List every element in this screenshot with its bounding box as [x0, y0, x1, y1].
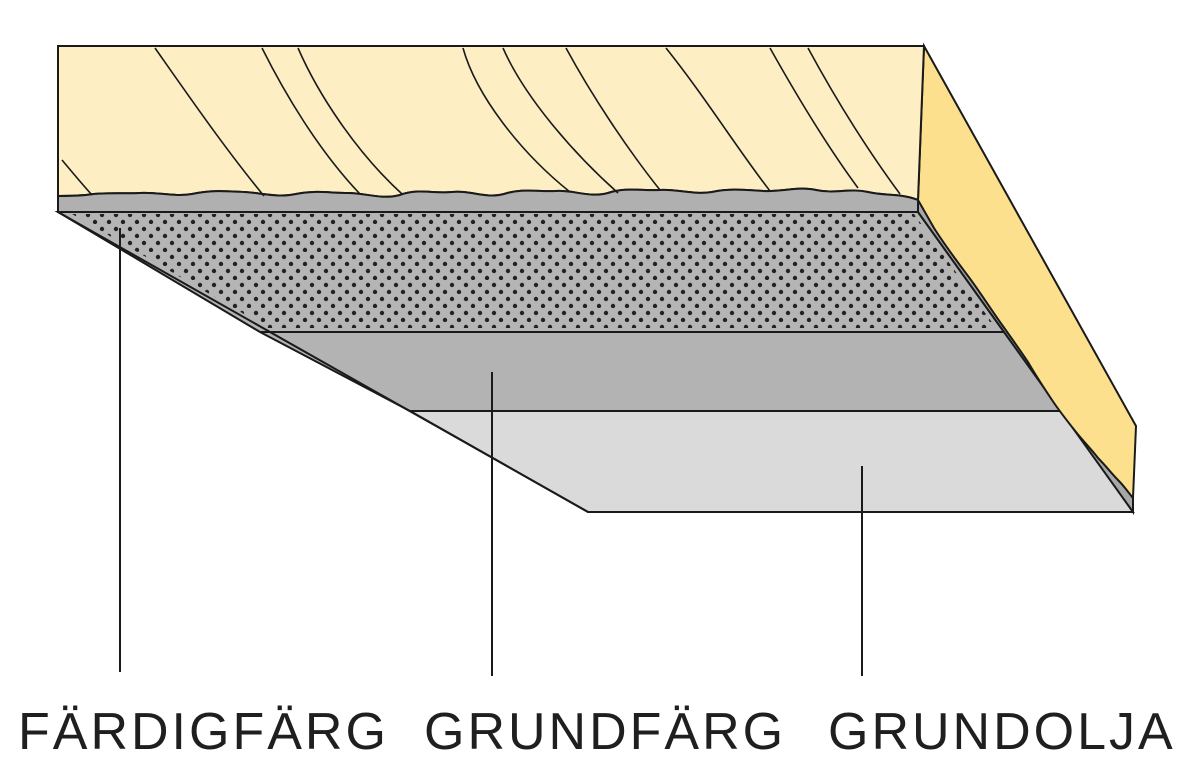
grundfarg-layer: [259, 331, 1064, 412]
underside-diagonal-edge: [57, 211, 589, 513]
grundfarg-label: GRUNDFÄRG: [424, 703, 787, 761]
grundolja-layer: [406, 410, 1135, 513]
grundolja-label: GRUNDOLJA: [828, 703, 1176, 761]
fardigfarg-dot-texture: [72, 214, 996, 328]
front-paint-band: [57, 187, 919, 213]
fardigfarg-label: FÄRDIGFÄRG: [18, 703, 389, 761]
wood-front-face: [57, 45, 926, 202]
wood-side-face: [916, 42, 1138, 501]
wood-grain-lines: [61, 47, 901, 197]
